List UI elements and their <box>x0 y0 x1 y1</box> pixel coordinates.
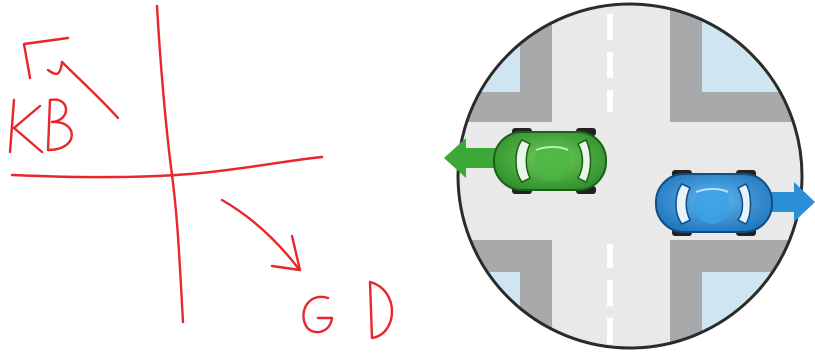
arrow-up-left-head <box>24 38 68 78</box>
building-top-left <box>440 0 520 92</box>
letter-d <box>370 282 392 338</box>
building-bottom-right <box>702 272 815 354</box>
horizontal-axis-line <box>12 157 322 177</box>
vertical-axis-line <box>157 6 183 322</box>
letter-k <box>10 100 42 152</box>
letter-g <box>303 297 332 332</box>
letter-b <box>48 100 72 150</box>
intersection-scene <box>440 0 815 354</box>
sketch-group <box>10 6 392 338</box>
arrow-down-right-icon <box>222 200 298 268</box>
arrow-up-left-icon <box>62 62 118 118</box>
building-top-right <box>702 0 815 92</box>
sketch-label-gd: G D <box>300 329 302 331</box>
sidewalk-top-left <box>440 0 552 122</box>
sidewalk-bottom-left <box>440 240 552 354</box>
building-bottom-left <box>440 272 520 354</box>
